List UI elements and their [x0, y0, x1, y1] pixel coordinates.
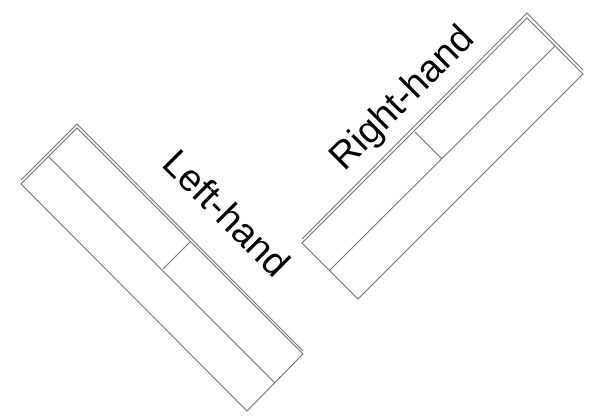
right-unit-divider: [414, 131, 443, 160]
left-hand-unit: [20, 123, 304, 412]
left-hand-label: Left-hand: [154, 142, 297, 285]
left-unit-back-strip: [20, 123, 304, 352]
left-unit-inner-line: [48, 156, 276, 384]
right-hand-unit: [301, 12, 584, 300]
right-hand-label: Right-hand: [321, 17, 482, 178]
left-unit-divider: [162, 241, 191, 270]
right-unit-body: [301, 17, 584, 300]
left-unit-body: [20, 127, 304, 412]
right-unit-back-strip: [301, 12, 584, 240]
